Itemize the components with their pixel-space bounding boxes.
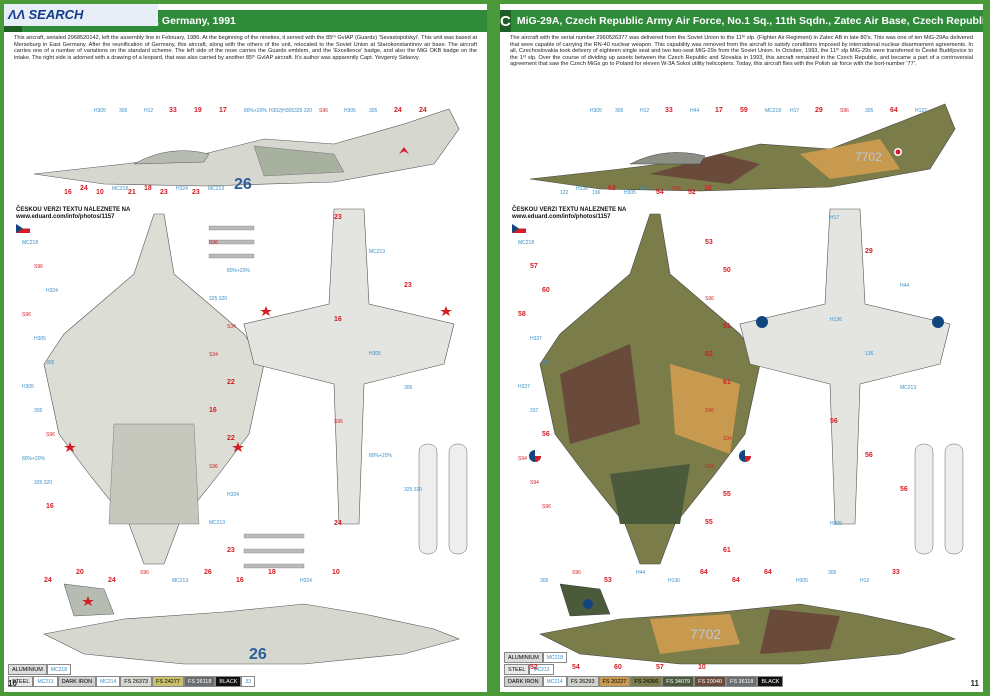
right-page-number: 11 (970, 679, 979, 688)
paint-code: MC213 (33, 676, 58, 687)
paint-swatch: STEEL (504, 664, 530, 675)
left-artwork: 26 26 (33, 108, 468, 665)
paint-swatch: FS 24277 (152, 676, 184, 687)
left-side-number-top: 26 (234, 176, 252, 193)
paint-swatch: FS 34079 (662, 676, 695, 687)
paint-swatch: FS 26293 (566, 676, 599, 687)
paint-swatch: FS 36118 (725, 676, 758, 687)
left-czech-note: ČESKOU VERZI TEXTU NALEZNETE NA www.edua… (16, 207, 130, 221)
left-czech-line1: ČESKOU VERZI TEXTU NALEZNETE NA (16, 207, 131, 213)
paint-swatch: DARK IRON (504, 676, 543, 687)
left-side-number-bottom: 26 (249, 646, 267, 663)
paint-swatch: FS 36118 (183, 676, 216, 687)
right-underside (739, 208, 964, 555)
paint-code: 33 (241, 676, 256, 687)
left-page: 85ᵗʰ GvIAP, Merseburg AB, Germany, 1991 … (4, 4, 487, 692)
left-paint-row2: STEEL MC213 DARK IRON MC214 FS 26373 FS … (8, 676, 256, 687)
right-badge: C (500, 10, 511, 32)
paint-swatch: ALUMINIUM (504, 652, 543, 663)
left-underside (243, 208, 468, 555)
right-czech-link[interactable]: www.eduard.com/info/photos/1157 (512, 214, 611, 220)
right-profile-top (529, 103, 956, 192)
paint-swatch: BLACK (757, 676, 784, 687)
czech-flag-icon (16, 224, 30, 233)
paint-swatch: STEEL (8, 676, 34, 687)
left-profile-bottom (43, 583, 460, 665)
left-weapons (208, 225, 305, 569)
paint-swatch: DARK IRON (57, 676, 97, 687)
right-page: C MiG-29A, Czech Republic Army Air Force… (500, 4, 983, 692)
right-paint-row3: DARK IRON MC214 FS 26293 FS 20227 FS 242… (504, 676, 784, 687)
paint-swatch: BLACK (215, 676, 242, 687)
left-paint-row1: ALUMINIUM MC218 (8, 664, 71, 675)
paint-code: MC218 (542, 652, 567, 663)
right-banner: C MiG-29A, Czech Republic Army Air Force… (500, 10, 983, 32)
paint-swatch: FS 20040 (694, 676, 726, 687)
right-plan-top (529, 213, 761, 565)
paint-swatch: ALUMINIUM (8, 664, 47, 675)
watermark: ΛΛ SEARCH (4, 4, 158, 26)
right-czech-note: ČESKOU VERZI TEXTU NALEZNETE NA www.edua… (512, 207, 626, 221)
paint-code: MC218 (46, 664, 71, 675)
right-czech-line1: ČESKOU VERZI TEXTU NALEZNETE NA (512, 207, 627, 213)
right-artwork: 7702 7702 (529, 103, 964, 665)
right-title: MiG-29A, Czech Republic Army Air Force, … (516, 15, 983, 27)
czech-flag-icon (512, 224, 526, 233)
left-description: This aircraft, serialed 2968520142, left… (14, 35, 477, 61)
left-profile-top (33, 108, 460, 187)
right-paint-row2: STEEL MC213 (504, 664, 554, 675)
left-plan-top (43, 213, 265, 565)
right-side-number-top: 7702 (855, 150, 882, 164)
paint-swatch: FS 24266 (630, 676, 663, 687)
paint-swatch: FS 20227 (598, 676, 631, 687)
paint-code: MC213 (529, 664, 554, 675)
paint-swatch: FS 26373 (120, 676, 153, 687)
left-czech-link[interactable]: www.eduard.com/info/photos/1157 (16, 214, 115, 220)
right-description: The aircraft with the serial number 2960… (510, 35, 973, 68)
right-profile-bottom (539, 583, 956, 665)
paint-code: MC214 (96, 676, 121, 687)
left-page-number: 10 (8, 679, 17, 688)
paint-code: MC214 (542, 676, 567, 687)
right-paint-row1: ALUMINIUM MC218 (504, 652, 567, 663)
right-side-number-bottom: 7702 (690, 626, 721, 642)
